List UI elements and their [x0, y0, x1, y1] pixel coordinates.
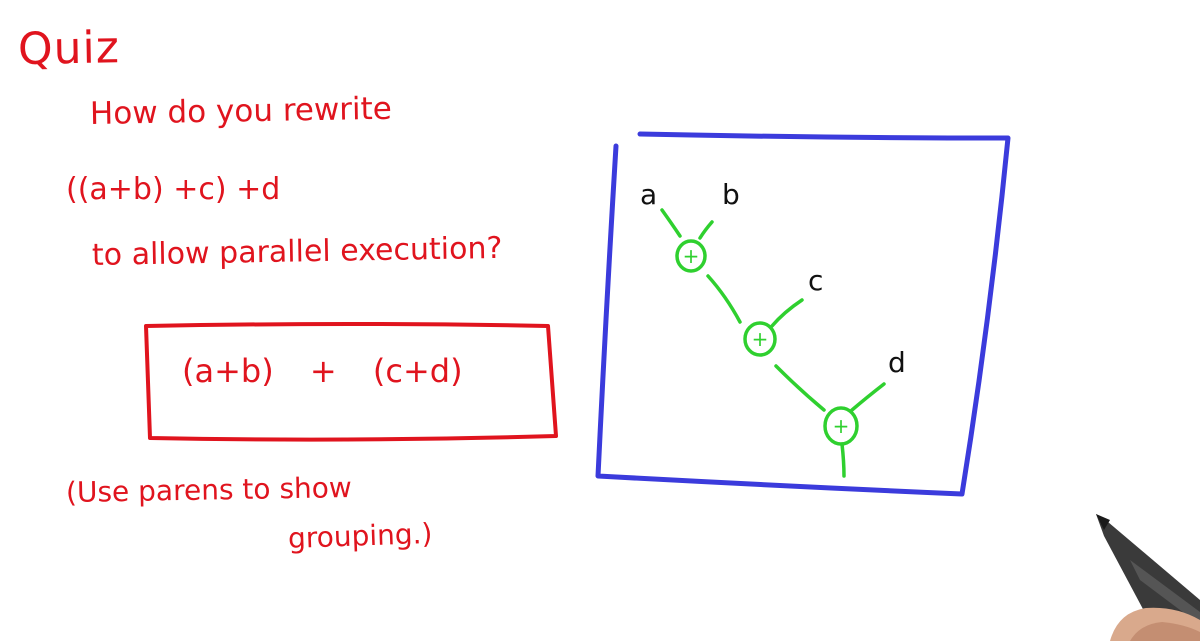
- tree-edge: [840, 442, 846, 478]
- hint-line: (Use parens to show: [65, 471, 353, 509]
- tree-edge: [850, 382, 886, 412]
- hint-line: grouping.): [287, 516, 433, 555]
- tree-frame: [595, 131, 1011, 497]
- leaf-label-b: b: [722, 178, 740, 211]
- tree-edge: [774, 364, 826, 412]
- operator-node: +: [675, 239, 707, 273]
- tree-edge: [706, 274, 742, 324]
- tree-edge: [660, 208, 682, 238]
- answer-box[interactable]: [144, 322, 558, 442]
- leaf-label-c: c: [808, 264, 823, 297]
- plus-symbol: +: [683, 244, 700, 268]
- operator-node: +: [823, 406, 859, 446]
- plus-symbol: +: [833, 414, 850, 438]
- leaf-label-a: a: [640, 178, 657, 211]
- answer-expression: (a+b) + (c+d): [182, 352, 463, 390]
- question-expression: ((a+b) +c) +d: [66, 172, 281, 207]
- tree-edge: [698, 220, 714, 240]
- tree-edge: [770, 298, 804, 328]
- hand-icon: [1110, 607, 1200, 641]
- operator-node: +: [743, 321, 777, 357]
- leaf-label-d: d: [888, 346, 906, 379]
- plus-symbol: +: [752, 327, 769, 351]
- pen-icon: [1096, 514, 1200, 641]
